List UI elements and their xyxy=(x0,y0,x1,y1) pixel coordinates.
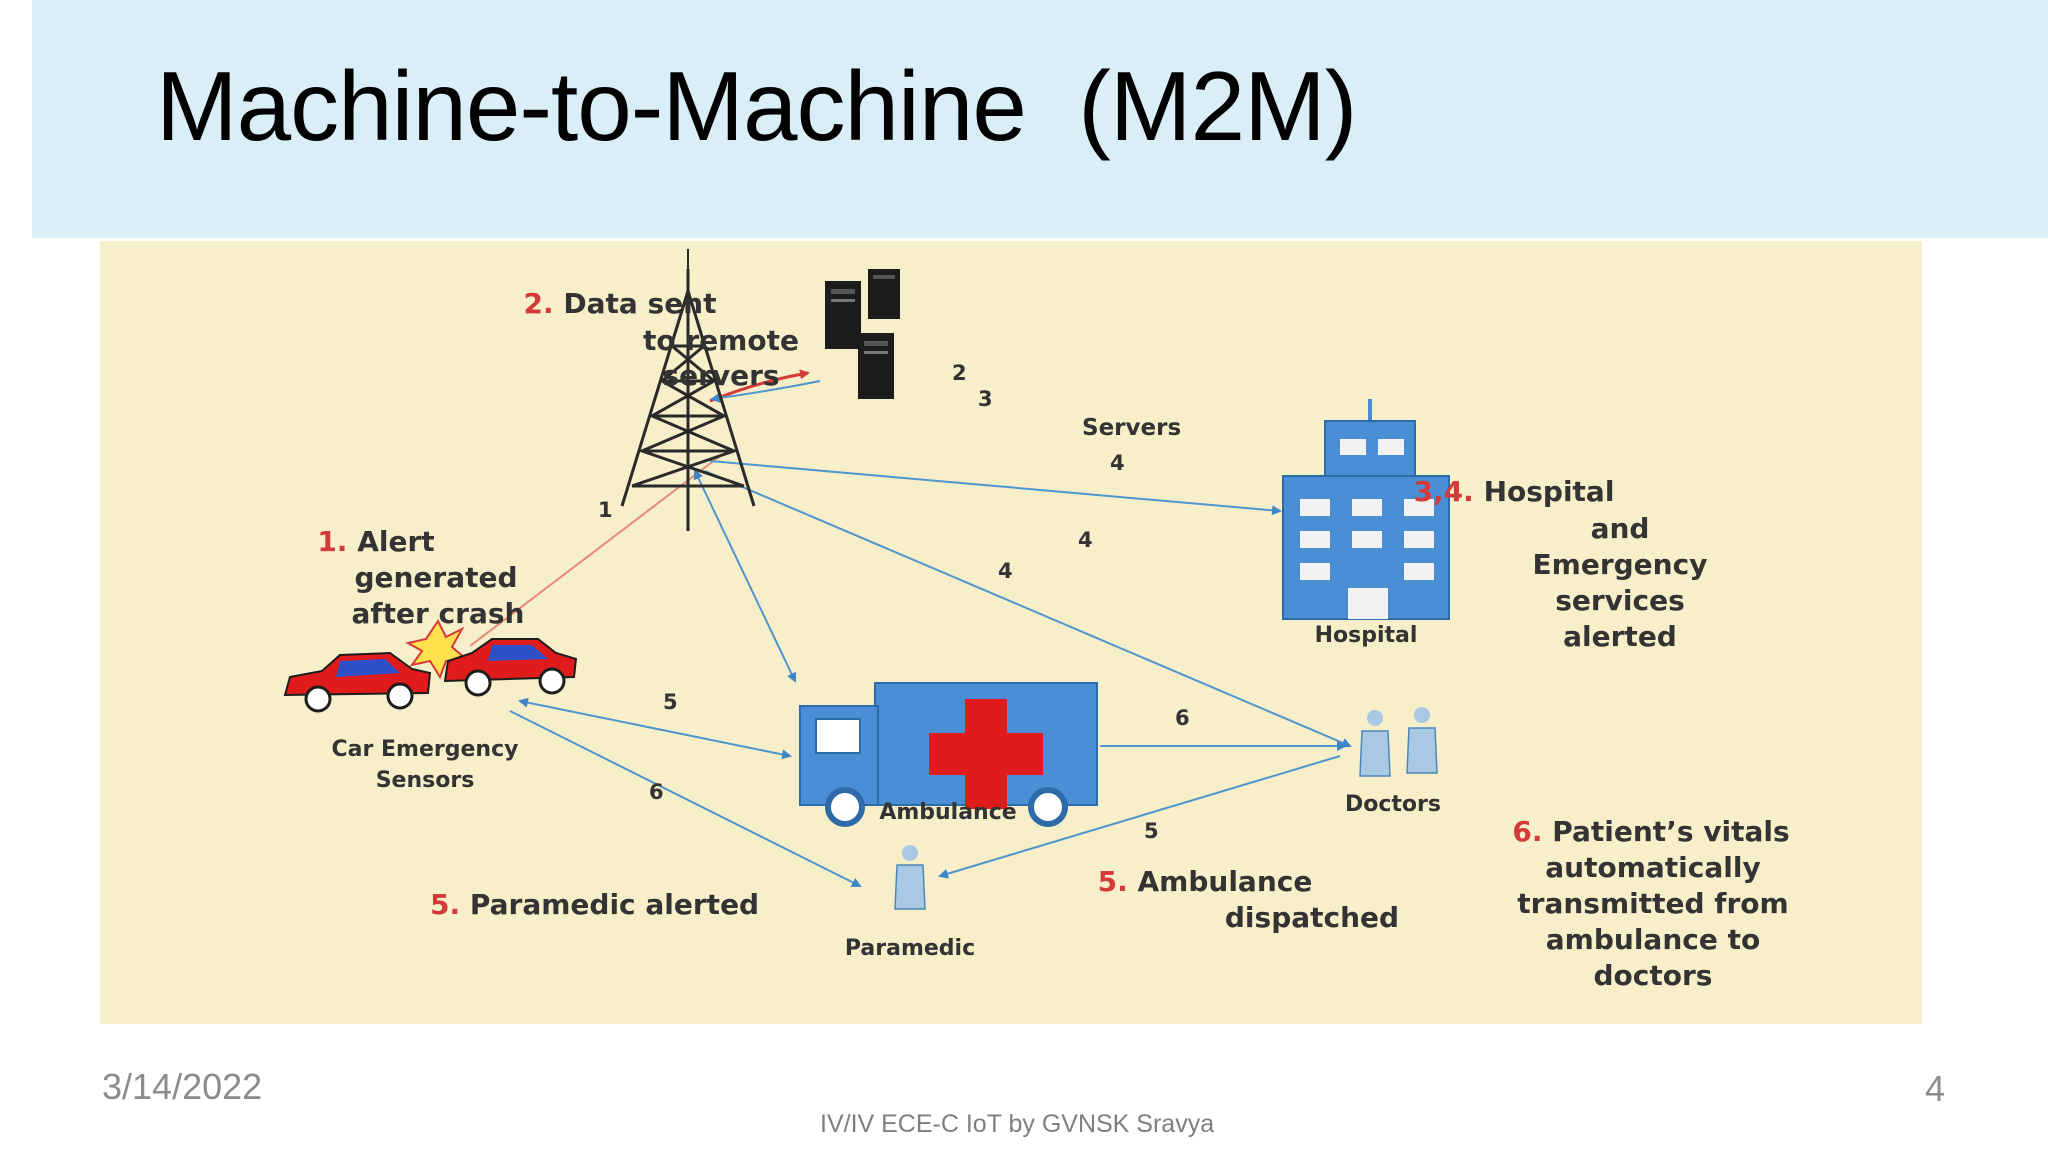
m2m-diagram: Servers Hospital Car Emergency Sensors A… xyxy=(100,241,1922,1024)
links xyxy=(469,369,1352,887)
svg-text:2. Data sent: 2. Data sent xyxy=(523,287,716,320)
svg-text:3,4. Hospital: 3,4. Hospital xyxy=(1414,475,1615,508)
svg-text:ambulance to: ambulance to xyxy=(1546,923,1760,956)
step-1-label: 1. Alert generated after crash xyxy=(317,525,524,630)
svg-text:to remote: to remote xyxy=(643,324,799,357)
step-6-label: 6. Patient’s vitals automatically transm… xyxy=(1512,815,1789,992)
ambulance-label: Ambulance xyxy=(879,800,1016,825)
doctors-label: Doctors xyxy=(1345,792,1441,817)
link-tower-hospital xyxy=(709,460,1282,516)
svg-text:dispatched: dispatched xyxy=(1225,901,1399,934)
svg-text:automatically: automatically xyxy=(1545,851,1760,884)
hospital-label: Hospital xyxy=(1315,623,1418,648)
paramedic-label: Paramedic xyxy=(845,936,975,961)
svg-text:after crash: after crash xyxy=(352,597,525,630)
svg-text:transmitted from: transmitted from xyxy=(1517,887,1788,920)
arrow-number-4-doctors: 4 xyxy=(1078,528,1093,552)
svg-text:alerted: alerted xyxy=(1563,620,1677,653)
link-tower-doctors xyxy=(704,470,1352,748)
svg-text:Emergency: Emergency xyxy=(1533,548,1708,581)
car-sensors-label-line1: Car Emergency xyxy=(332,737,519,762)
step-5-paramedic-label: 5. Paramedic alerted xyxy=(430,888,759,921)
step-5-ambulance-label: 5. Ambulance dispatched xyxy=(1098,865,1399,934)
arrow-number-4-ambulance: 4 xyxy=(998,559,1013,583)
svg-text:generated: generated xyxy=(354,561,517,594)
link-server-tower-3 xyxy=(710,380,821,403)
link-tower-ambulance xyxy=(693,469,797,683)
cell-tower-icon xyxy=(620,249,756,531)
title-band xyxy=(32,0,2048,238)
link-doctors-paramedic xyxy=(938,755,1341,879)
doctors-icon xyxy=(1359,707,1438,777)
arrow-number-1: 1 xyxy=(598,498,613,522)
svg-text:1. Alert: 1. Alert xyxy=(317,525,434,558)
hospital-icon xyxy=(1282,399,1450,620)
crashed-cars-icon xyxy=(283,619,578,713)
slide-title: Machine-to-Machine (M2M) xyxy=(156,51,1357,161)
step-3-4-label: 3,4. Hospital and Emergency services ale… xyxy=(1414,475,1708,653)
car-sensors-label-line2: Sensors xyxy=(376,768,475,793)
svg-text:and: and xyxy=(1591,512,1650,545)
arrow-number-5-car: 5 xyxy=(663,690,678,714)
arrow-number-4-servers: 4 xyxy=(1110,451,1125,475)
paramedic-icon xyxy=(894,845,926,910)
slide-page-number: 4 xyxy=(1925,1068,1946,1109)
svg-text:servers: servers xyxy=(662,359,779,392)
svg-text:6. Patient’s vitals: 6. Patient’s vitals xyxy=(1512,815,1789,848)
svg-text:services: services xyxy=(1555,584,1685,617)
step-2-label: 2. Data sent to remote servers xyxy=(523,287,798,392)
link-car-tower xyxy=(469,455,721,647)
slide-footer: IV/IV ECE-C IoT by GVNSK Sravya xyxy=(820,1110,1215,1138)
link-car-ambulance xyxy=(518,697,792,760)
servers-label: Servers xyxy=(1082,415,1181,441)
servers-icon xyxy=(825,269,900,399)
svg-text:doctors: doctors xyxy=(1594,959,1713,992)
arrow-number-6-paramedic: 6 xyxy=(649,780,664,804)
ambulance-icon xyxy=(799,682,1098,827)
arrow-number-3: 3 xyxy=(978,387,993,411)
slide-date: 3/14/2022 xyxy=(102,1066,263,1107)
arrow-number-5-doctors: 5 xyxy=(1144,819,1159,843)
link-car-paramedic xyxy=(509,710,862,887)
svg-text:5. Ambulance: 5. Ambulance xyxy=(1098,865,1313,898)
arrow-number-6-ambulance: 6 xyxy=(1175,706,1190,730)
arrow-number-2: 2 xyxy=(952,361,967,385)
